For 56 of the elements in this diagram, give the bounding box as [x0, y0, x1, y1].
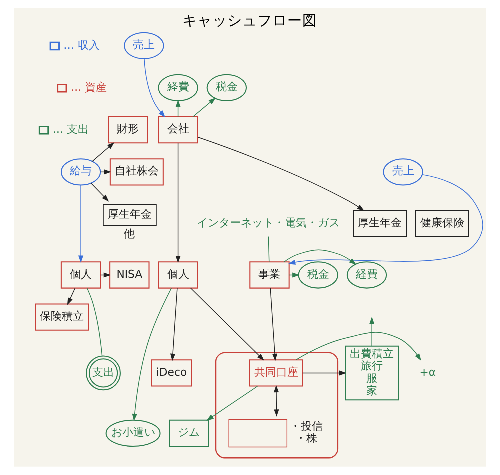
- arrow: [288, 174, 484, 265]
- arrow: [206, 386, 258, 421]
- node-box: ジム: [169, 420, 210, 448]
- arrow: [274, 385, 280, 417]
- node-label: ・株: [296, 432, 318, 446]
- node-box: [228, 419, 288, 448]
- node-text: +α: [420, 366, 436, 379]
- node-ellipse: 税金: [298, 262, 338, 289]
- node-box: iDeco: [151, 360, 192, 387]
- node-box: 保険積立: [35, 304, 90, 331]
- arrow: [370, 317, 375, 347]
- node-ellipse: お小遣い: [106, 420, 161, 448]
- arrow: [176, 142, 181, 264]
- node-ellipse: 給与: [60, 158, 102, 186]
- arrow: [92, 142, 115, 162]
- node-box: 健康保険: [415, 210, 470, 238]
- node-label: ・投信: [290, 420, 324, 433]
- node-ellipse: 売上: [383, 158, 424, 186]
- arrow: [90, 183, 110, 202]
- connector: [268, 236, 270, 262]
- node-circle: 支出: [86, 356, 121, 391]
- arrow: [284, 250, 357, 266]
- node-box: 個人: [158, 262, 198, 289]
- arrow: [192, 98, 216, 118]
- node-ellipse: 経費: [158, 74, 198, 102]
- arrow: [198, 137, 365, 212]
- arrow: [302, 370, 347, 376]
- legend-label: … 収入: [64, 38, 100, 52]
- node-box: 財形: [108, 116, 148, 144]
- arrow: [78, 185, 84, 264]
- arrow: [270, 288, 278, 362]
- node-ellipse: 売上: [124, 32, 164, 60]
- arrow: [190, 288, 264, 361]
- node-box: 会社: [158, 116, 198, 144]
- node-box: 個人: [60, 262, 102, 289]
- arrow: [170, 288, 178, 362]
- node-box: NISA: [110, 262, 150, 289]
- legend-label: … 支出: [52, 122, 90, 136]
- node-label: 他: [124, 228, 136, 240]
- node-box: 厚生年金: [103, 204, 157, 226]
- arrow: [176, 100, 181, 118]
- diagram-title: キャッシュフロー図: [182, 14, 318, 30]
- node-box: 事業: [250, 262, 290, 289]
- node-box: 共同口座: [249, 360, 304, 387]
- node-box: 出費積立 旅行 服 家: [345, 346, 400, 401]
- node-box: 自社株会: [110, 158, 164, 186]
- node-ellipse: 税金: [206, 74, 248, 102]
- arrow: [67, 288, 76, 306]
- arrow: [144, 58, 166, 118]
- node-text: インターネット・電気・ガス: [196, 216, 340, 230]
- node-box: 厚生年金: [353, 210, 408, 238]
- arrow: [296, 332, 422, 361]
- node-ellipse: 経費: [346, 262, 388, 289]
- legend-label: … 資産: [70, 80, 108, 94]
- arrow: [132, 288, 172, 422]
- connector: [86, 288, 103, 357]
